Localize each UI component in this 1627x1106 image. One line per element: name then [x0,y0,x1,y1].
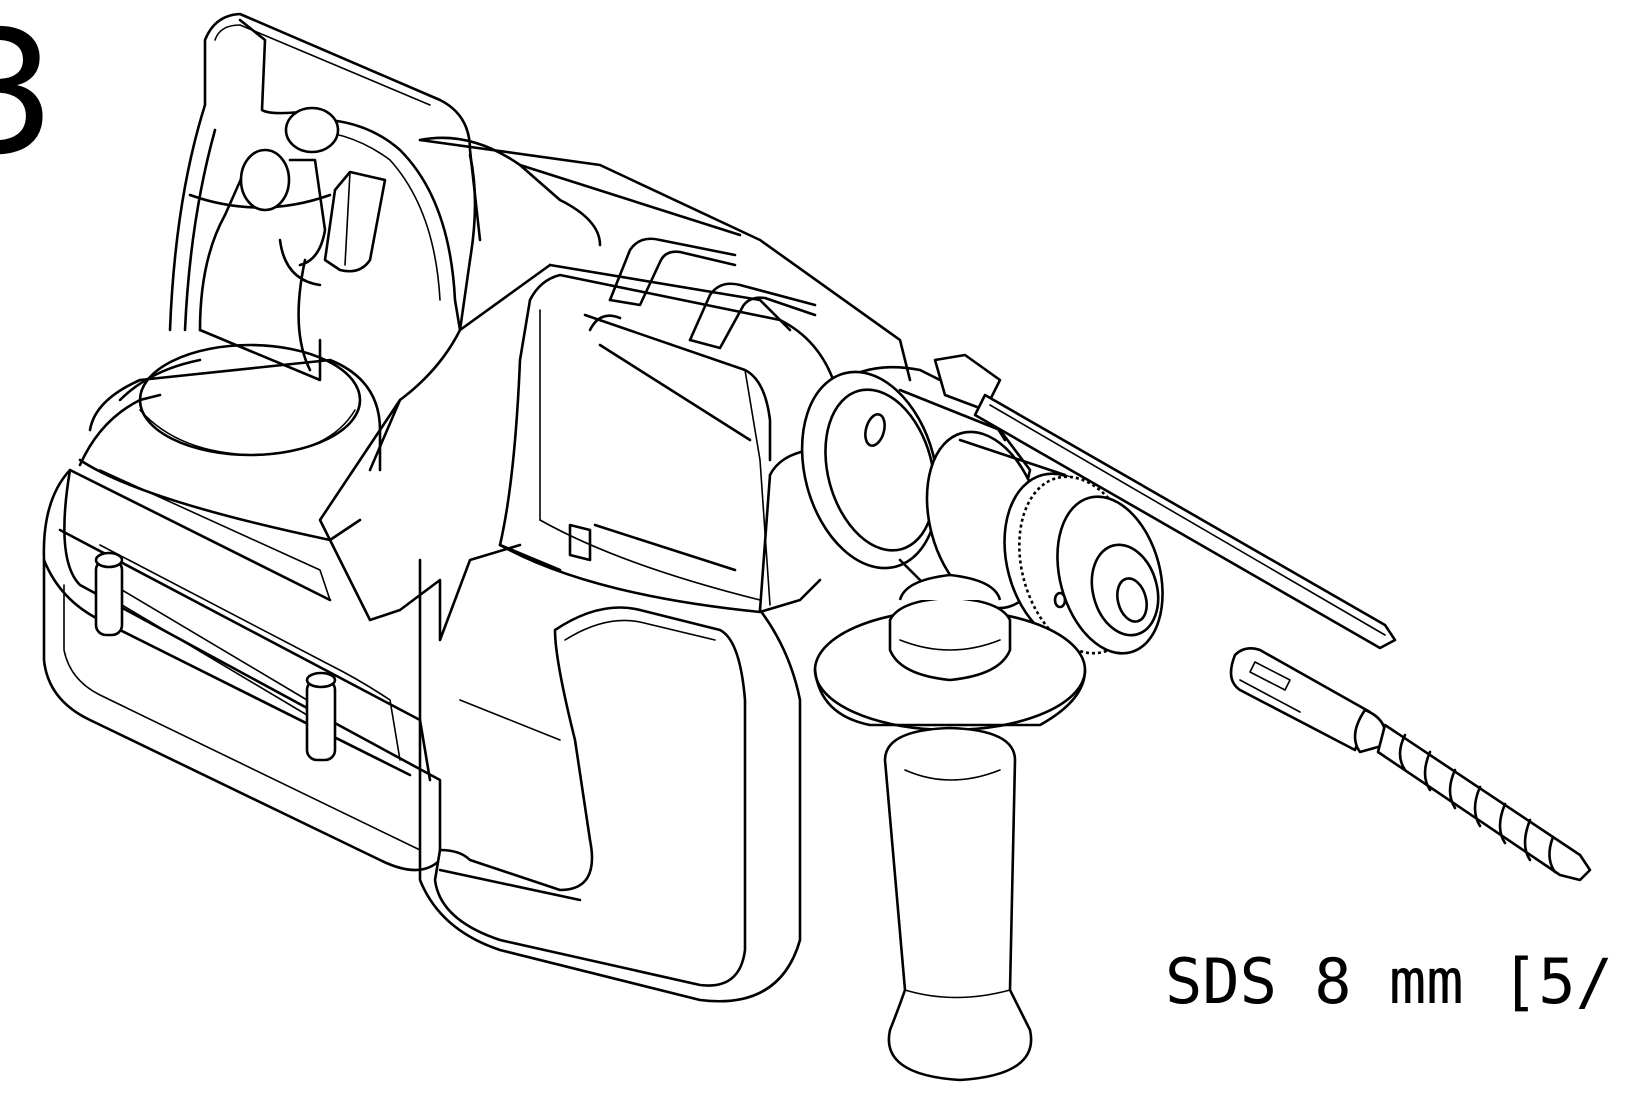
step-number: 3 [0,0,56,193]
bit-size-label: SDS 8 mm [5/ [1165,945,1613,1018]
side-handle [813,573,1087,1082]
motor-base [78,343,382,601]
gear-housing [368,136,912,614]
battery-pack [42,393,442,872]
sds-drill-bit [1229,647,1592,882]
chuck-assembly [800,365,1164,655]
depth-rod [933,353,1397,650]
rear-handle [168,12,482,382]
main-grip [318,398,802,1003]
